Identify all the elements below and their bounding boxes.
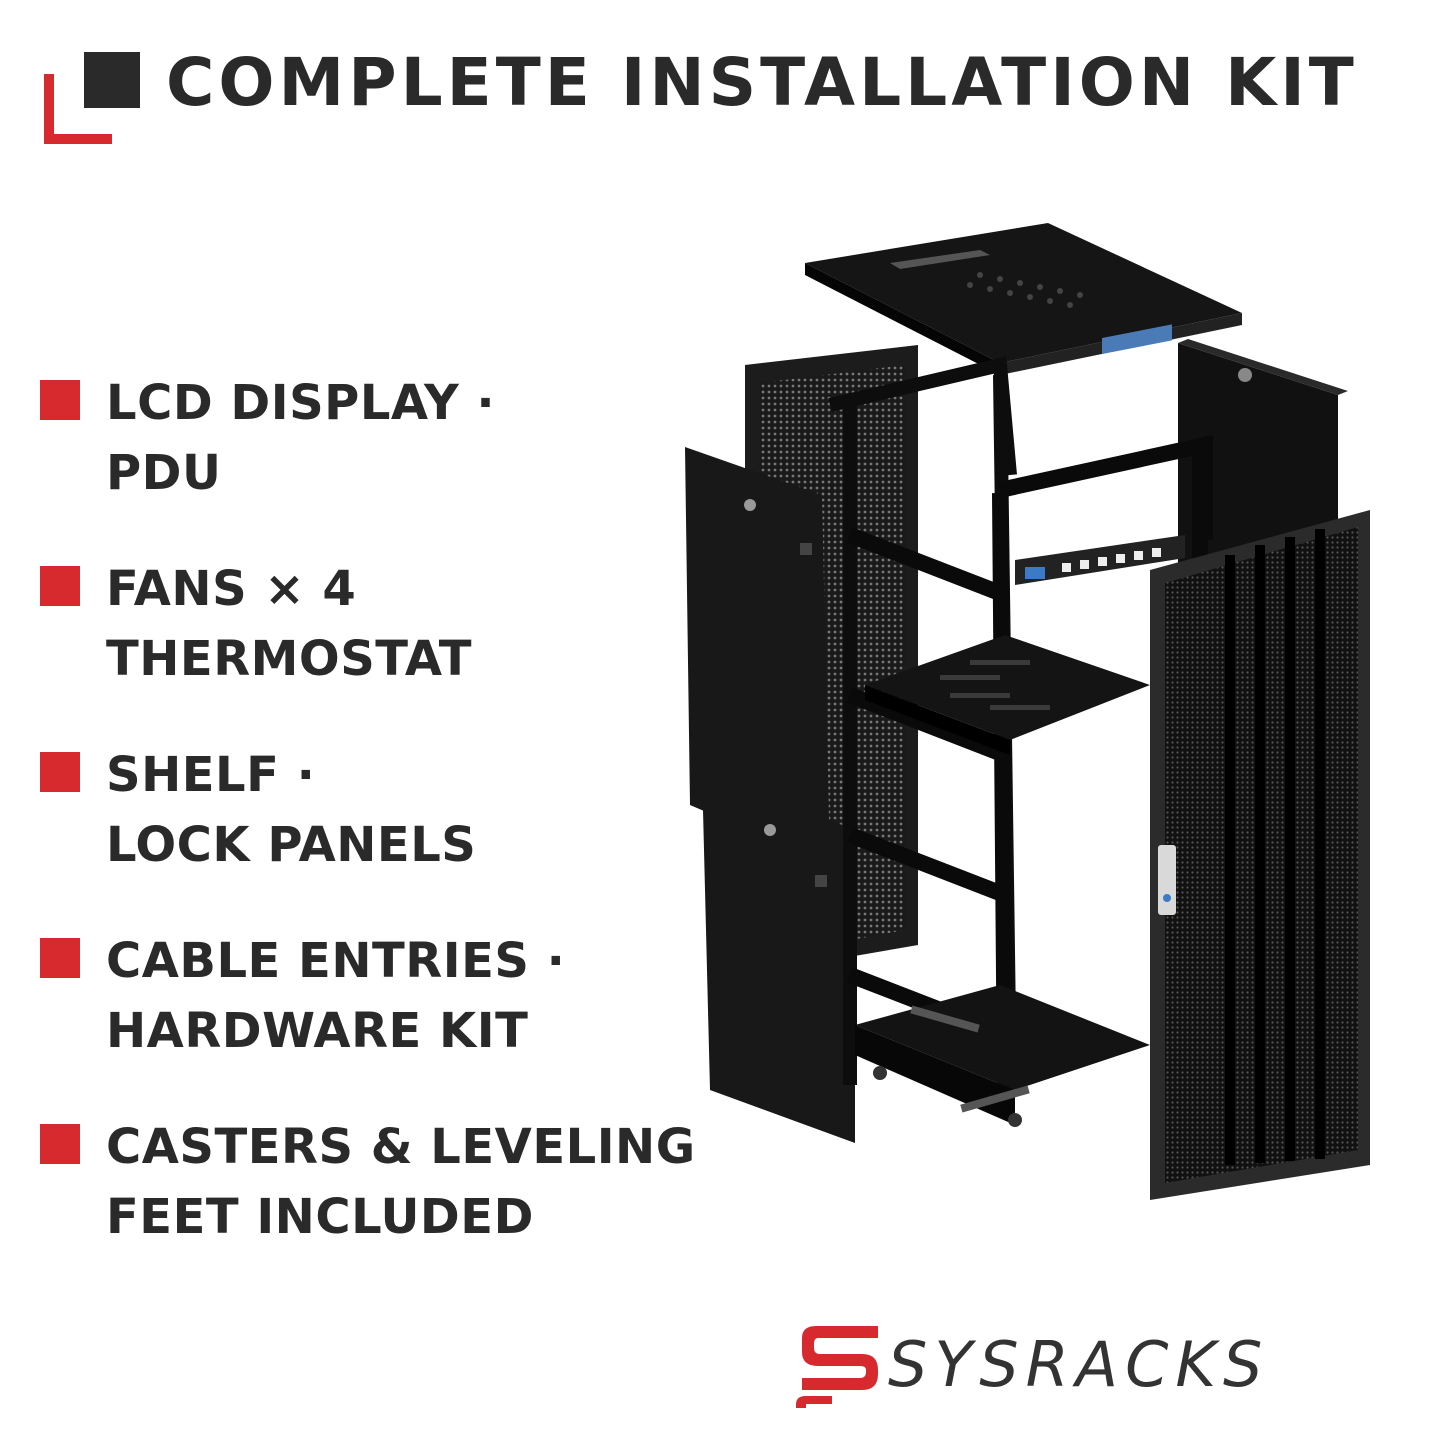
top-cover-panel xyxy=(805,223,1242,375)
feature-line: FANS × 4 xyxy=(106,561,357,617)
feature-line: SHELF · xyxy=(106,747,316,803)
feature-item: CASTERS & LEVELING FEET INCLUDED xyxy=(40,1112,700,1298)
brand-logo: SYSRACKS xyxy=(792,1320,1382,1410)
feature-line: CASTERS & LEVELING xyxy=(106,1119,696,1175)
bullet-square-icon xyxy=(40,752,80,792)
feature-line: THERMOSTAT xyxy=(106,631,472,687)
pdu-power-strip xyxy=(1015,535,1185,585)
bullet-square-icon xyxy=(40,1124,80,1164)
header-logo-mark-icon xyxy=(44,52,140,144)
cantilever-shelf xyxy=(865,635,1150,755)
left-side-panel-upper xyxy=(685,447,830,865)
left-side-panel-lower xyxy=(702,770,855,1143)
sysracks-logo-icon xyxy=(796,1326,878,1408)
feature-list: LCD DISPLAY · PDU FANS × 4 THERMOSTAT SH… xyxy=(40,368,700,1298)
feature-item: FANS × 4 THERMOSTAT xyxy=(40,554,700,740)
bullet-square-icon xyxy=(40,566,80,606)
feature-line: PDU xyxy=(106,445,222,501)
brand-name: SYSRACKS xyxy=(888,1328,1270,1401)
feature-line: LCD DISPLAY · xyxy=(106,375,496,431)
feature-line: HARDWARE KIT xyxy=(106,1003,529,1059)
feature-line: LOCK PANELS xyxy=(106,817,477,873)
server-rack-illustration xyxy=(685,223,1370,1200)
feature-item: LCD DISPLAY · PDU xyxy=(40,368,700,554)
bullet-square-icon xyxy=(40,380,80,420)
rack-base-plinth xyxy=(855,985,1150,1127)
feature-line: CABLE ENTRIES · xyxy=(106,933,566,989)
feature-line: FEET INCLUDED xyxy=(106,1189,534,1245)
feature-item: SHELF · LOCK PANELS xyxy=(40,740,700,926)
front-perforated-door xyxy=(1150,510,1370,1200)
bullet-square-icon xyxy=(40,938,80,978)
feature-item: CABLE ENTRIES · HARDWARE KIT xyxy=(40,926,700,1112)
page-title: COMPLETE INSTALLATION KIT xyxy=(166,44,1358,121)
